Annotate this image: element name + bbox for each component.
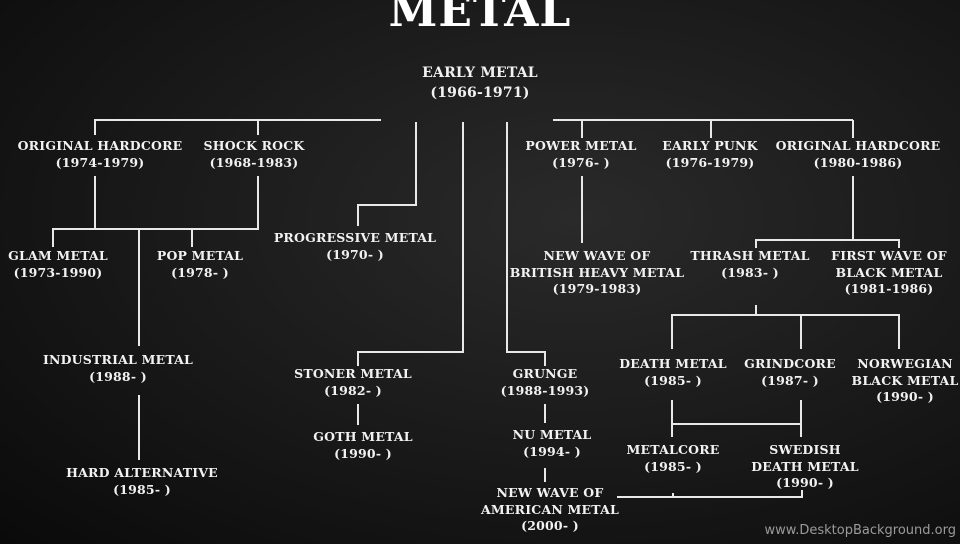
genre-name: EARLY PUNK: [662, 138, 758, 153]
genre-years: (1966-1971): [430, 85, 530, 101]
genre-name: GOTH METAL: [313, 429, 413, 444]
genre-name: NORWEGIAN: [857, 356, 953, 371]
genre-name: NEW WAVE OF: [496, 485, 604, 500]
genre-years: (1976- ): [552, 154, 610, 170]
node-thrash-metal: THRASH METAL(1983- ): [690, 248, 809, 281]
genre-years: (1976-1979): [665, 154, 755, 170]
genre-years: (1985- ): [113, 481, 171, 497]
connector: [357, 122, 417, 226]
genre-years: (1970- ): [326, 246, 384, 262]
genre-name: POWER METAL: [525, 138, 637, 153]
genre-years: (1985- ): [644, 458, 702, 474]
genre-years: (1974-1979): [55, 154, 145, 170]
genre-years: (1988- ): [89, 368, 147, 384]
genre-name: ORIGINAL HARDCORE: [775, 138, 941, 153]
genre-name: AMERICAN METAL: [481, 501, 619, 517]
genre-name: GLAM METAL: [8, 248, 108, 263]
genre-years: (1983- ): [721, 264, 779, 280]
node-hard-alternative: HARD ALTERNATIVE(1985- ): [66, 465, 218, 498]
node-early-punk: EARLY PUNK(1976-1979): [662, 138, 757, 171]
connector: [52, 176, 259, 247]
genre-years: (1978- ): [171, 264, 229, 280]
connector: [94, 119, 381, 135]
genre-years: (1990- ): [776, 475, 834, 490]
genre-years: (2000- ): [521, 518, 579, 533]
connector: [357, 122, 464, 366]
node-glam-metal: GLAM METAL(1973-1990): [8, 248, 108, 281]
node-progressive-metal: PROGRESSIVE METAL(1970- ): [274, 230, 436, 263]
genre-years: (1985- ): [644, 372, 702, 388]
genre-years: (1979-1983): [552, 281, 642, 296]
genre-name: PROGRESSIVE METAL: [273, 230, 437, 245]
genre-name: THRASH METAL: [690, 248, 810, 263]
genre-name: GRINDCORE: [744, 356, 836, 371]
node-shock-rock: SHOCK ROCK(1968-1983): [204, 138, 305, 171]
connector: [755, 239, 900, 248]
genre-name: METALCORE: [626, 442, 720, 457]
genre-years: (1994- ): [523, 443, 581, 459]
genre-name: SWEDISH: [769, 442, 841, 457]
node-goth-metal: GOTH METAL(1990- ): [313, 429, 413, 462]
node-grindcore: GRINDCORE(1987- ): [744, 356, 836, 389]
genre-years: (1987- ): [761, 372, 819, 388]
watermark: www.DesktopBackground.org: [764, 523, 956, 538]
genre-name: ORIGINAL HARDCORE: [17, 138, 183, 153]
genre-name: FIRST WAVE OF: [831, 248, 947, 263]
genre-name: BRITISH HEAVY METAL: [509, 264, 685, 280]
genre-name: DEATH METAL: [619, 356, 727, 371]
genre-name: NEW WAVE OF: [543, 248, 651, 263]
page-title: METAL: [388, 0, 572, 37]
genre-years: (1981-1986): [844, 281, 934, 296]
genre-years: (1990- ): [334, 445, 392, 461]
connector: [617, 490, 803, 498]
genre-years: (1988-1993): [500, 382, 590, 398]
genre-name: INDUSTRIAL METAL: [42, 352, 194, 367]
genre-name: BLACK METAL: [851, 372, 959, 388]
genre-name: NU METAL: [512, 427, 592, 442]
genre-years: (1973-1990): [13, 264, 103, 280]
node-metalcore: METALCORE(1985- ): [626, 442, 719, 475]
node-death-metal: DEATH METAL(1985- ): [619, 356, 727, 389]
genre-years: (1982- ): [324, 382, 382, 398]
node-original-hardcore-1: ORIGINAL HARDCORE(1974-1979): [18, 138, 183, 171]
node-early-metal: EARLY METAL (1966-1971): [422, 63, 538, 103]
node-original-hardcore-2: ORIGINAL HARDCORE(1980-1986): [776, 138, 941, 171]
node-grunge: GRUNGE(1988-1993): [501, 366, 590, 399]
genre-years: (1990- ): [876, 389, 934, 404]
genre-years: (1968-1983): [209, 154, 299, 170]
node-nu-metal: NU METAL(1994- ): [513, 427, 592, 460]
genre-name: BLACK METAL: [835, 264, 943, 280]
genre-name: POP METAL: [156, 248, 244, 263]
node-pop-metal: POP METAL(1978- ): [157, 248, 243, 281]
genre-name: GRUNGE: [512, 366, 578, 381]
connector: [506, 122, 546, 366]
connector: [671, 314, 900, 349]
genre-name: STONER METAL: [294, 366, 412, 381]
genre-name: EARLY METAL: [422, 65, 538, 81]
node-stoner-metal: STONER METAL(1982- ): [294, 366, 412, 399]
node-industrial-metal: INDUSTRIAL METAL(1988- ): [43, 352, 193, 385]
genre-name: SHOCK ROCK: [203, 138, 305, 153]
genre-name: HARD ALTERNATIVE: [66, 465, 218, 480]
genre-years: (1980-1986): [813, 154, 903, 170]
genre-name: DEATH METAL: [751, 458, 859, 474]
node-power-metal: POWER METAL(1976- ): [525, 138, 636, 171]
